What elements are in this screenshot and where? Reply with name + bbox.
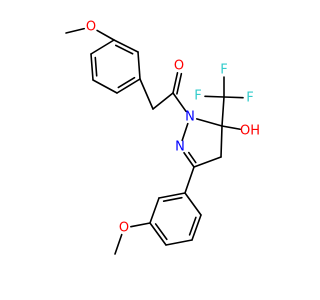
bond-b2-b3 — [149, 197, 160, 224]
bond-a5-a6-inner — [94, 56, 98, 77]
bond-c3-b1 — [184, 166, 195, 194]
bond-a6-a1 — [90, 39, 115, 55]
bond-b5-b6 — [191, 214, 202, 241]
bond-a3-a4-inner — [117, 76, 136, 89]
bond-a2-a3 — [137, 51, 141, 80]
bond-a4-a5 — [92, 79, 118, 94]
bond-b6-b1 — [184, 192, 202, 216]
bond-a1-a2-inner — [115, 44, 134, 55]
bond-b3-o_ome_bottom — [130, 222, 151, 228]
bond-a1-a2 — [113, 39, 139, 53]
bond-b4-b5 — [165, 239, 193, 246]
bond-c5-c4 — [220, 125, 223, 158]
atom-label-oh: OH — [240, 124, 260, 139]
bond-c_co-o_carbonyl — [172, 72, 179, 94]
bond-b1-b2-inner — [162, 196, 183, 202]
bond-a3-c_ch2 — [139, 78, 154, 110]
bond-c_cf3-f3 — [204, 95, 225, 98]
bond-c5-c_cf3 — [221, 96, 225, 127]
bond-n2-n1 — [181, 122, 189, 142]
bond-o_ome_bottom-c_me_bottom — [114, 233, 123, 255]
bond-c_ch2-c_co — [152, 92, 174, 110]
bond-b3-b4-inner — [154, 223, 168, 241]
bond-a3-a4 — [116, 78, 141, 94]
bond-n1-c5 — [195, 118, 223, 127]
atom-label-o_carbonyl: O — [174, 59, 184, 74]
bond-layer — [65, 27, 244, 255]
atom-label-o_ome_bottom: O — [119, 221, 129, 236]
bond-c3-n2 — [183, 151, 195, 168]
bond-b5-b6-inner — [188, 216, 197, 236]
bond-c4-c3 — [193, 156, 222, 168]
bond-c3-n2-inner — [187, 151, 197, 164]
atom-label-f2: F — [246, 91, 253, 106]
atom-label-n1: N — [185, 110, 195, 125]
bond-c5-oh — [221, 125, 241, 131]
bond-a5-a6 — [90, 53, 94, 81]
bond-b1-b2 — [158, 192, 186, 199]
atom-label-n2: N — [175, 140, 185, 155]
bond-c_me_top-o_ome_top — [65, 27, 85, 34]
atom-label-f1: F — [220, 63, 227, 78]
bond-c_cf3-f2 — [223, 96, 244, 99]
atom-label-f3: F — [194, 89, 201, 104]
atom-label-o_ome_top: O — [86, 20, 96, 35]
bond-c_co-o_carbonyl-second — [176, 72, 183, 95]
bond-c_co-n1 — [172, 92, 187, 113]
bond-o_ome_top-a1 — [96, 29, 115, 41]
bond-b3-b4 — [149, 222, 167, 246]
